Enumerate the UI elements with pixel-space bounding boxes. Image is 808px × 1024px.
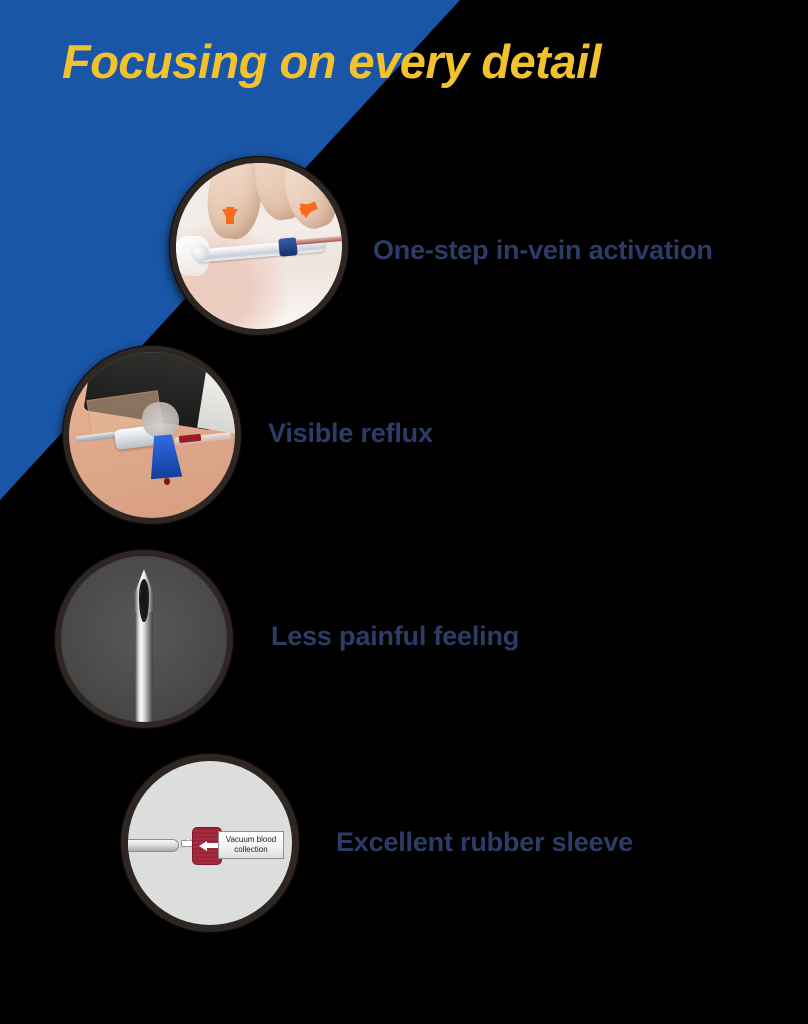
photo-visible-reflux bbox=[69, 352, 235, 518]
page-title-rest: on every detail bbox=[266, 35, 602, 88]
feature-label-less-painful: Less painful feeling bbox=[271, 621, 520, 651]
blood-drop bbox=[163, 478, 171, 485]
photo-needle-tip-macro bbox=[61, 556, 227, 722]
photo-rubber-sleeve-diagram: Vacuum blood collection bbox=[128, 761, 292, 925]
cotton-swab bbox=[142, 401, 179, 439]
feature-image-rubber-sleeve: Vacuum blood collection bbox=[120, 753, 300, 933]
feature-label-visible-reflux: Visible reflux bbox=[268, 418, 433, 448]
needle-tube-graphic bbox=[128, 838, 180, 853]
page-title: Focusing on every detail bbox=[62, 33, 602, 91]
photo-visible-reflux-scene bbox=[69, 352, 235, 518]
feature-image-one-step-activation bbox=[169, 156, 349, 336]
photo-needle-tip-scene bbox=[61, 556, 227, 722]
right-arrow-icon bbox=[182, 838, 196, 848]
page-title-emphasis: Focusing bbox=[62, 35, 267, 88]
photo-one-step-activation-scene bbox=[176, 163, 342, 329]
down-arrow-icon bbox=[222, 207, 239, 225]
photo-one-step-activation bbox=[176, 163, 342, 329]
feature-label-rubber-sleeve: Excellent rubber sleeve bbox=[336, 827, 634, 857]
feature-image-visible-reflux bbox=[62, 345, 242, 525]
rubber-sleeve-diagram-scene: Vacuum blood collection bbox=[128, 761, 292, 925]
needle-shaft bbox=[134, 599, 154, 722]
feature-image-needle-tip bbox=[54, 549, 234, 729]
left-arrow-icon bbox=[198, 840, 219, 851]
vacuum-collection-caption: Vacuum blood collection bbox=[218, 830, 284, 859]
feature-label-one-step-activation: One-step in-vein activation bbox=[373, 235, 713, 265]
needle-lumen bbox=[139, 579, 149, 623]
